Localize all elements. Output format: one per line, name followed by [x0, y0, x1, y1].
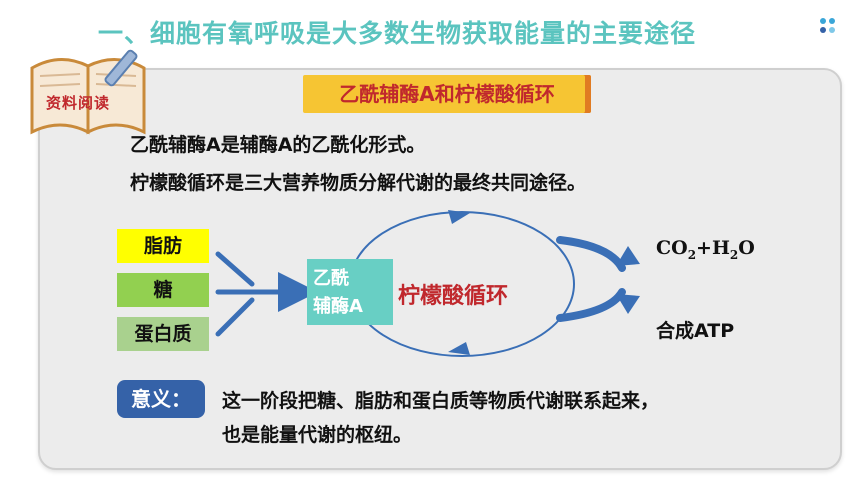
- acetyl-line-2: 辅酶A: [313, 296, 363, 317]
- output-atp: 合成ATP: [656, 320, 735, 342]
- open-book-icon: [30, 49, 146, 135]
- significance-line-2: 也是能量代谢的枢纽。: [222, 424, 413, 446]
- nutrient-fat: 脂肪: [117, 229, 209, 263]
- page-title: 一、细胞有氧呼吸是大多数生物获取能量的主要途径: [98, 19, 697, 48]
- nutrient-sugar: 糖: [117, 273, 209, 307]
- section-heading: 乙酰辅酶A和柠檬酸循环: [303, 75, 591, 113]
- description-line-1: 乙酰辅酶A是辅酶A的乙酰化形式。: [130, 134, 426, 156]
- reading-badge: 资料阅读: [46, 94, 111, 112]
- acetyl-line-1: 乙酰: [313, 268, 349, 289]
- nutrient-protein: 蛋白质: [117, 317, 209, 351]
- output-co2-h2o: CO2+H2O: [656, 237, 755, 262]
- significance-line-1: 这一阶段把糖、脂肪和蛋白质等物质代谢联系起来，: [222, 390, 660, 412]
- description-line-2: 柠檬酸循环是三大营养物质分解代谢的最终共同途径。: [130, 172, 587, 194]
- dots-icon: [820, 18, 842, 40]
- acetyl-coa-box: 乙酰 辅酶A: [307, 259, 393, 325]
- citric-cycle-label: 柠檬酸循环: [398, 284, 509, 309]
- significance-label: 意义：: [117, 380, 205, 418]
